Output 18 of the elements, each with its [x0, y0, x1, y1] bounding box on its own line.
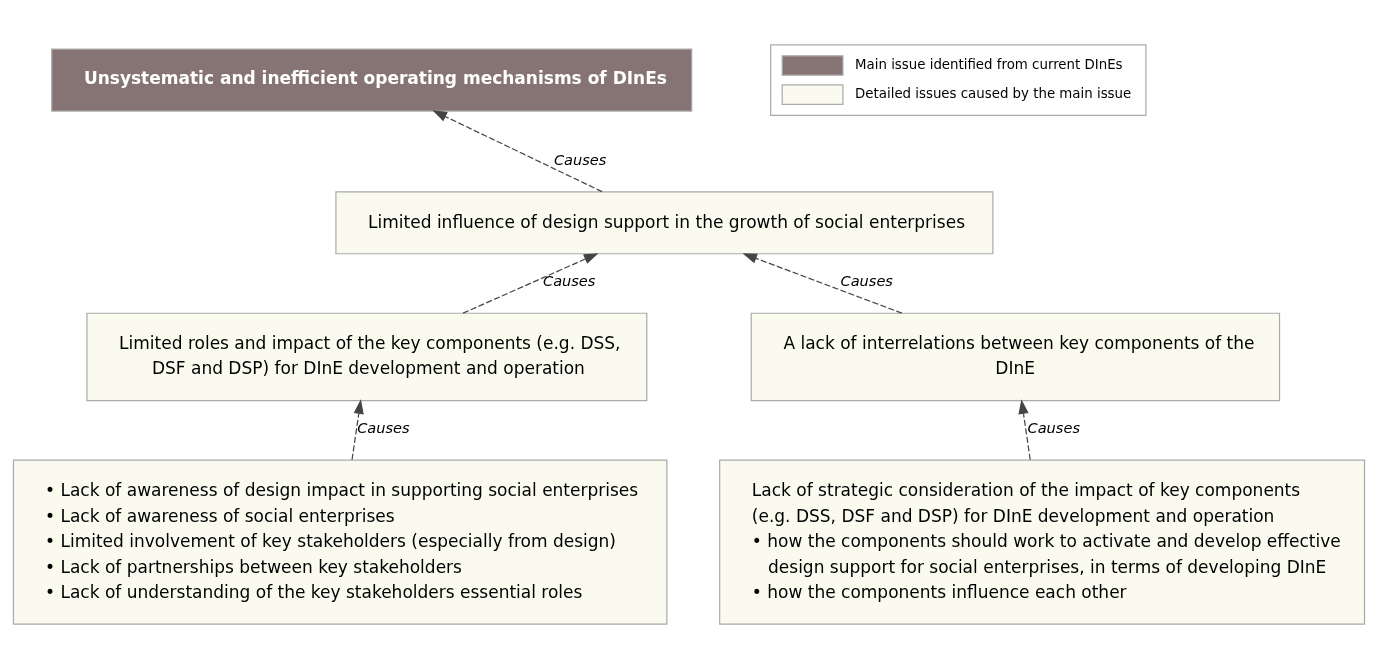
arrow — [432, 110, 603, 193]
edge-label: Causes — [542, 272, 596, 290]
edge-label: Causes — [1027, 418, 1080, 436]
legend-label: Main issue identified from current DInEs — [855, 56, 1123, 72]
node-box: Unsystematic and inefficient operating mechanisms of DInEs — [51, 48, 693, 112]
node-box: Lack of strategic consideration of the impact of key components (e.g. DSS, DSF and DSP) for DInE development and operation • how the components should work to activate and develop effective design support for social enterprises, in terms of developing DInE • how the components influence each other — [719, 459, 1366, 625]
edge-label: Causes — [840, 272, 893, 290]
legend-label: Detailed issues caused by the main issue — [855, 86, 1132, 102]
arrow — [351, 399, 364, 461]
arrow — [742, 253, 903, 314]
edge-label: Causes — [553, 150, 607, 168]
arrow — [462, 253, 599, 314]
arrow — [1018, 399, 1031, 461]
edge-label: Causes — [357, 418, 410, 436]
node-box: A lack of interrelations between key components of the DInE — [750, 312, 1281, 402]
node-box: • Lack of awareness of design impact in supporting social enterprises • Lack of awareness of social enterprises • Limited involvement of key stakeholders (especially from design) • Lack of partnerships between key stakeholders • Lack of understanding of the key stakeholders essential roles — [12, 459, 668, 625]
node-box: Limited influence of design support in the growth of social enterprises — [335, 191, 994, 255]
node-box: Limited roles and impact of the key components (e.g. DSS, DSF and DSP) for DInE development and operation — [86, 312, 648, 402]
